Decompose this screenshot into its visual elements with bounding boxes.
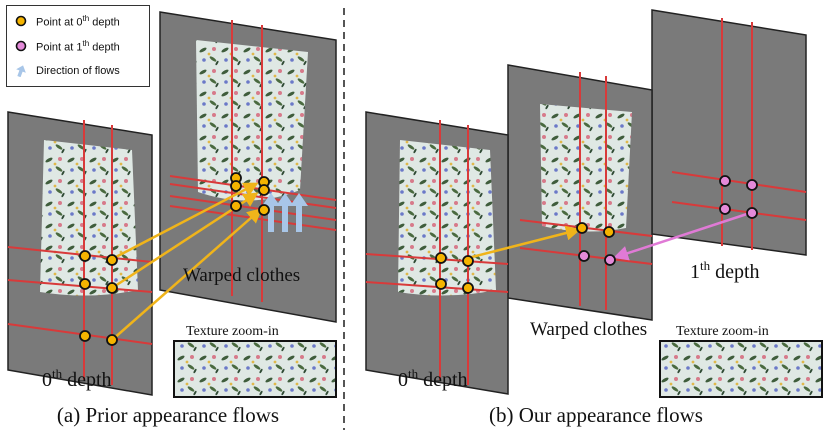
panel-a: Warped clothes Texture zoom-in 0th depth… [7,11,337,427]
panel-b-depth0-label: 0th depth [398,366,468,391]
point-depth0 [435,252,447,264]
point-depth0 [79,278,91,290]
legend-flows-label: Direction of flows [36,65,120,77]
panel-b-warped-label: Warped clothes [530,319,647,340]
point-depth0 [462,282,474,294]
legend-point0-label: Point at 0th depth [36,13,120,29]
panel-a-points [79,172,270,346]
panel-a-depth0-label: 0th depth [42,366,112,391]
point-depth0 [576,222,588,234]
legend-item-point1: Point at 1th depth [15,37,120,55]
legend-point1-label: Point at 1th depth [36,38,120,54]
panel-b-caption: (b) Our appearance flows [489,403,703,427]
point-depth0 [258,204,270,216]
point-depth1 [719,203,731,215]
legend-item-flows: Direction of flows [15,62,120,80]
panel-a-caption: (a) Prior appearance flows [57,403,279,427]
point-depth1 [719,175,731,187]
panel-b-depth1-label: 1th depth [690,258,760,283]
point-depth0 [230,200,242,212]
flow-arrow-icon [16,65,26,77]
point-depth0 [106,334,118,346]
pink-point-icon [15,40,27,52]
flow-direction-arrows [262,193,308,232]
point-depth0 [106,254,118,266]
panel-a-texture-zoom [173,340,337,398]
point-depth0 [230,180,242,192]
point-depth1 [578,250,590,262]
point-depth0 [79,330,91,342]
panel-b-points-depth0 [435,222,615,294]
panel-b-flow-arrow-depth1 [613,211,751,261]
legend: Point at 0th depth Point at 1th depth Di… [6,5,150,87]
point-depth0 [435,278,447,290]
panel-a-zoom-label: Texture zoom-in [186,324,279,339]
panel-b-zoom-label: Texture zoom-in [676,324,769,339]
panel-b-texture-zoom [659,340,823,398]
panel-b-warped-plane [507,64,653,321]
yellow-point-icon [15,15,27,27]
panel-b: 1th depth Warped clothes Texture zoom-in… [365,9,823,427]
point-depth0 [79,250,91,262]
point-depth0 [462,255,474,267]
point-depth1 [604,254,616,266]
panel-b-flow-arrow-depth0 [467,225,581,260]
panel-a-warped-label: Warped clothes [183,265,300,286]
panel-b-points-depth1 [578,175,758,266]
point-depth0 [258,184,270,196]
point-depth1 [746,179,758,191]
point-depth0 [106,282,118,294]
panel-b-depth1-plane [651,9,807,256]
panel-a-warped-plane [159,11,337,323]
point-depth0 [603,226,615,238]
legend-item-point0: Point at 0th depth [15,12,120,30]
point-depth1 [746,207,758,219]
